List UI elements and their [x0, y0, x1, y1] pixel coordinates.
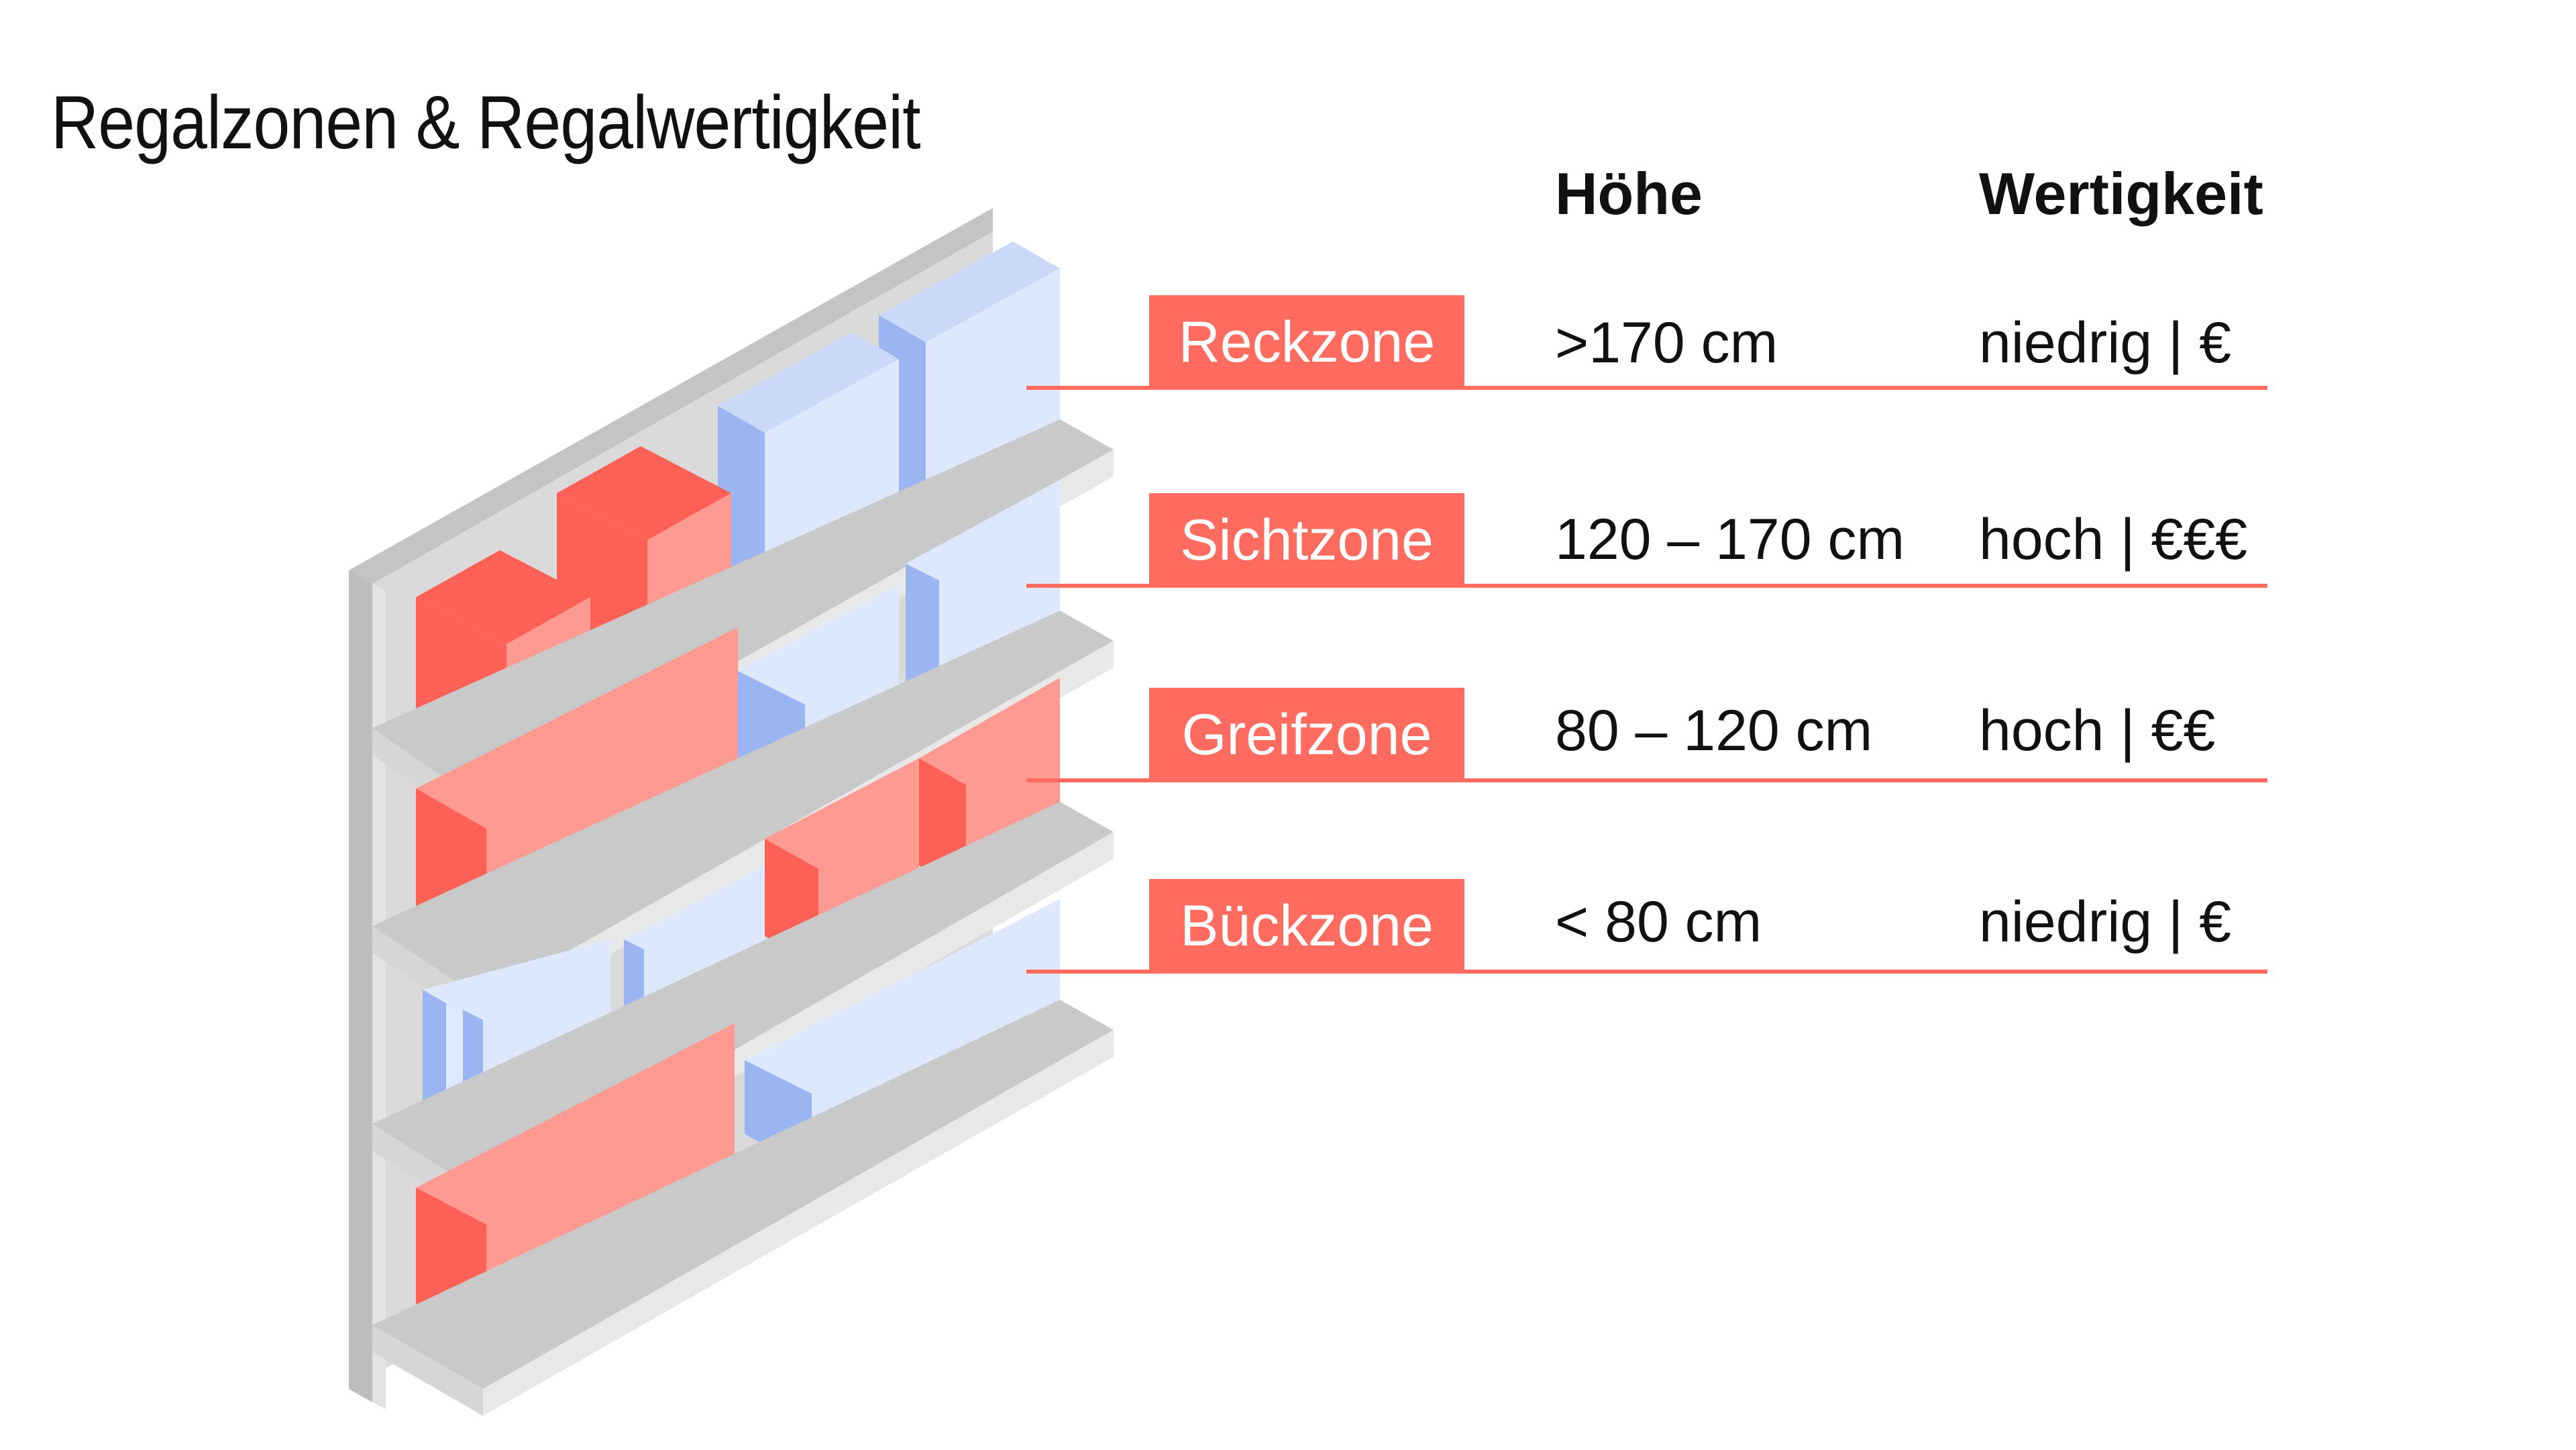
zone-line: [1026, 778, 2267, 782]
zone-value: hoch | €€: [1979, 698, 2216, 763]
zone-height: 80 – 120 cm: [1555, 698, 1873, 763]
zone-line: [1026, 386, 2267, 390]
shelf-top-rim: [349, 208, 993, 584]
zone-value: niedrig | €: [1979, 890, 2232, 954]
zone-line: [1026, 970, 2267, 974]
shelf-board-bottom: [372, 1000, 1114, 1416]
height-column-header: Höhe: [1555, 160, 1703, 227]
shelf-side-post: [349, 570, 372, 1402]
zone-badge: Bückzone: [1149, 879, 1464, 973]
zone-badge: Reckzone: [1149, 295, 1464, 389]
box-blue-row2-1: [906, 480, 1060, 698]
zone-height: >170 cm: [1555, 311, 1778, 375]
zone-height: 120 – 170 cm: [1555, 507, 1905, 572]
zone-badge: Greifzone: [1149, 688, 1464, 782]
zone-line: [1026, 584, 2267, 588]
page-title: Regalzonen & Regalwertigkeit: [51, 81, 921, 164]
zone-badge: Sichtzone: [1149, 493, 1464, 587]
value-column-header: Wertigkeit: [1979, 160, 2263, 227]
zone-height: < 80 cm: [1555, 890, 1762, 954]
zone-value: niedrig | €: [1979, 311, 2232, 375]
shelf-side-post-front: [372, 584, 386, 1409]
zone-value: hoch | €€€: [1979, 507, 2248, 572]
